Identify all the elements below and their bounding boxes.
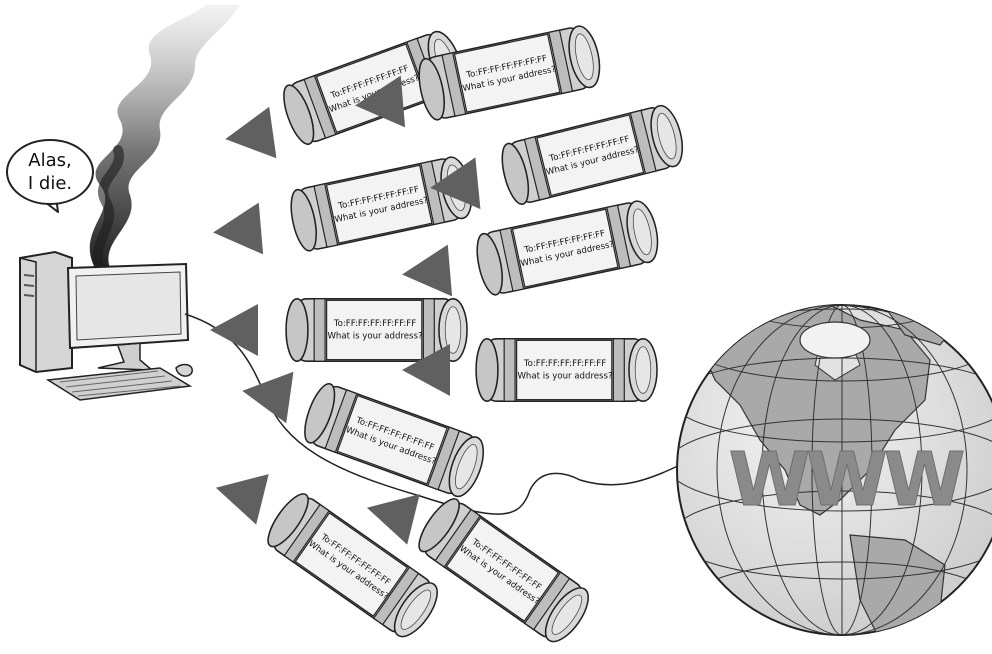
packet-canister-7: To:FF:FF:FF:FF:FF:FF What is your address…: [476, 339, 657, 401]
tower-case: [20, 252, 72, 372]
packet-direction-arrow-3: [213, 203, 263, 255]
speech-bubble: Alas, I die.: [7, 140, 93, 212]
packet-question-label: What is your address?: [327, 332, 422, 342]
packet-direction-arrow-9: [216, 474, 269, 524]
packet-direction-arrow-5: [402, 245, 452, 297]
globe-www-label: WWW: [729, 437, 964, 523]
broadcast-packets: To:FF:FF:FF:FF:FF:FF What is your address…: [210, 23, 688, 648]
globe: WWW: [667, 272, 992, 640]
computer: [20, 252, 192, 400]
packet-direction-arrow-1: [225, 107, 276, 158]
speech-bubble-line1: Alas,: [28, 150, 71, 171]
monitor: [68, 264, 188, 370]
packet-direction-arrow-8: [242, 372, 293, 423]
mouse: [176, 365, 192, 377]
packet-destination-label: To:FF:FF:FF:FF:FF:FF: [523, 359, 606, 369]
packet-question-label: What is your address?: [517, 372, 612, 382]
packet-direction-arrow-6: [210, 304, 258, 356]
smoke-plume: [90, 5, 240, 268]
packet-direction-arrow-10: [367, 494, 420, 544]
keyboard: [48, 368, 190, 400]
packet-destination-label: To:FF:FF:FF:FF:FF:FF: [333, 319, 416, 329]
speech-bubble-line2: I die.: [28, 173, 72, 194]
